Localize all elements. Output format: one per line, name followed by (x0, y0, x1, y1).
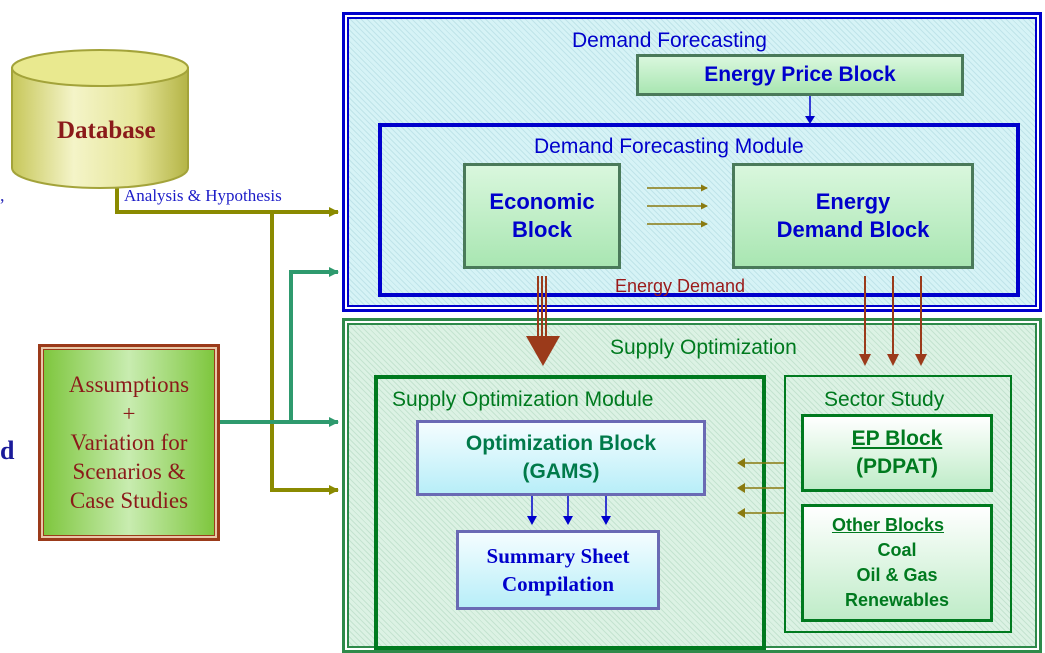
ep-block-line: (PDPAT) (855, 455, 939, 478)
other-blocks-line: Coal (877, 540, 917, 560)
assumptions-box: Assumptions + Variation for Scenarios & … (38, 344, 220, 541)
price-to-module-arrow (805, 96, 815, 124)
analysis-connector (115, 188, 339, 495)
ep-block-line: EP Block (851, 427, 943, 450)
optimization-block-line: (GAMS) (522, 460, 600, 483)
sector-study-title: Sector Study (824, 388, 945, 411)
demand-to-supply-big-arrow (526, 276, 560, 366)
assumptions-line: + (122, 401, 136, 426)
database-cylinder-icon (11, 49, 189, 189)
energy-demand-block-line: Demand Block (776, 217, 930, 242)
assumptions-connector (220, 267, 339, 427)
database-label: Database (57, 117, 156, 144)
optimization-to-summary-arrows (527, 496, 611, 525)
other-blocks-line: Other Blocks (831, 515, 945, 535)
economic-to-demand-arrows (647, 184, 708, 228)
assumptions-line: Variation for (70, 430, 188, 455)
energy-price-block-label: Energy Price Block (704, 63, 896, 86)
economic-block-line: Economic (489, 189, 595, 214)
other-blocks: Other Blocks Coal Oil & Gas Renewables (801, 504, 993, 622)
summary-sheet-block: Summary Sheet Compilation (456, 530, 660, 610)
assumptions-line: Scenarios & (72, 459, 186, 484)
assumptions-line: Assumptions (68, 372, 190, 397)
ep-block: EP Block (PDPAT) (801, 414, 993, 492)
economic-block: Economic Block (463, 163, 621, 269)
analysis-hypothesis-label: Analysis & Hypothesis (124, 186, 282, 205)
optimization-block-line: Optimization Block (465, 432, 657, 455)
other-blocks-line: Oil & Gas (856, 565, 938, 585)
supply-optimization-module-title: Supply Optimization Module (392, 388, 654, 411)
demand-to-sector-arrows (859, 276, 927, 366)
supply-optimization-title: Supply Optimization (610, 336, 797, 359)
cropped-glyph: d (0, 436, 15, 465)
sector-to-optimization-arrows (737, 458, 784, 518)
energy-demand-label: Energy Demand (615, 276, 746, 296)
optimization-block: Optimization Block (GAMS) (416, 420, 706, 496)
summary-sheet-line: Summary Sheet (486, 544, 630, 568)
demand-forecasting-module-title: Demand Forecasting Module (534, 135, 804, 158)
cropped-glyph: , (0, 185, 5, 205)
energy-price-block: Energy Price Block (636, 54, 964, 96)
assumptions-line: Case Studies (69, 488, 189, 513)
other-blocks-line: Renewables (844, 590, 950, 610)
energy-demand-block-line: Energy (815, 189, 891, 214)
demand-forecasting-title: Demand Forecasting (572, 29, 767, 52)
summary-sheet-line: Compilation (501, 572, 614, 596)
sector-study-panel (784, 375, 1012, 633)
energy-demand-block: Energy Demand Block (732, 163, 974, 269)
economic-block-line: Block (512, 217, 572, 242)
demand-forecasting-module (378, 123, 1020, 297)
